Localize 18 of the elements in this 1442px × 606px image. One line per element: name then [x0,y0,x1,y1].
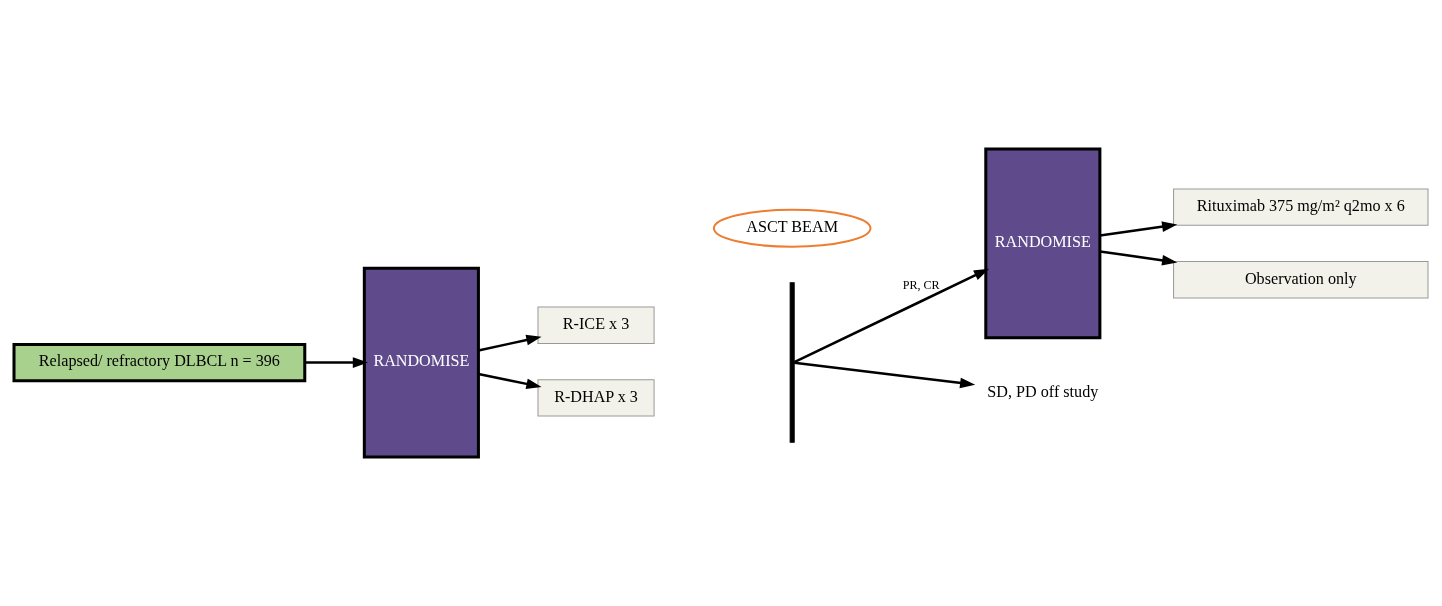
node-box: Relapsed/ refractory DLBCL n = 396 [12,342,307,383]
arrow [793,268,990,364]
arrow [478,372,542,390]
node-box: RANDOMISE [362,266,480,459]
node-ellipse: ASCT BEAM [712,208,872,248]
node-box: R-DHAP x 3 [537,379,655,417]
arrow [478,334,542,352]
arrow [1099,250,1178,266]
arrow [1099,221,1178,237]
node-box: Rituximab 375 mg/m² q2mo x 6 [1173,188,1429,226]
arrow [794,361,976,389]
node-text: SD, PD off study [987,382,1099,400]
node-box: R-ICE x 3 [537,306,655,344]
node-box: RANDOMISE [984,147,1102,340]
node-bar [789,282,795,443]
edge-label: PR, CR [902,278,940,293]
arrow [304,357,368,368]
node-box: Observation only [1173,261,1429,299]
